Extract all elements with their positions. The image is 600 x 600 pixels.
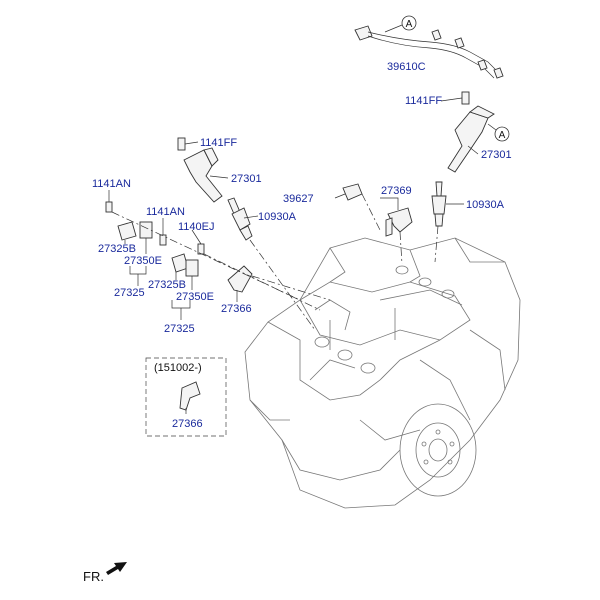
label-1141FF-right: 1141FF — [405, 95, 442, 107]
front-indicator: FR. — [83, 562, 127, 584]
label-27301-right: 27301 — [481, 149, 512, 161]
label-39627: 39627 — [283, 193, 314, 205]
bolt-1141AN-top — [105, 201, 113, 213]
reference-a-right: A — [499, 130, 506, 141]
label-10930A-right: 10930A — [466, 199, 505, 211]
label-1141AN-top: 1141AN — [92, 178, 131, 190]
ignition-coil-right: A — [447, 91, 510, 173]
label-27366-main: 27366 — [221, 303, 252, 315]
label-1140EJ: 1140EJ — [178, 221, 215, 233]
label-27325-left: 27325 — [114, 287, 145, 299]
label-39610C: 39610C — [387, 61, 426, 73]
engine-block — [244, 237, 521, 509]
label-27350E-mid: 27350E — [176, 291, 214, 303]
sensor-27350E-left — [139, 221, 153, 239]
bolt-1141AN-mid — [159, 234, 167, 246]
front-label: FR. — [83, 569, 104, 584]
label-1141FF-left: 1141FF — [200, 137, 237, 149]
label-27366-variant: 27366 — [172, 418, 203, 430]
label-1141AN-mid: 1141AN — [146, 206, 185, 218]
part-labels: 39610C 1141FF 27301 1141FF 27301 1141AN … — [92, 61, 512, 430]
spark-plug-left — [227, 197, 253, 241]
label-27325B-mid: 27325B — [148, 279, 186, 291]
spark-plug-right — [431, 181, 447, 227]
ignition-coil-left — [177, 137, 223, 203]
reference-circle-a-top — [401, 15, 417, 31]
label-10930A-left: 10930A — [258, 211, 297, 223]
label-27301-left: 27301 — [231, 173, 262, 185]
sensor-27325B-left — [117, 221, 137, 241]
bracket-27366-main — [227, 265, 253, 293]
front-arrow-icon — [106, 562, 127, 575]
label-27325-mid: 27325 — [164, 323, 195, 335]
bolt-1141FF-right — [461, 91, 470, 105]
bolt-1140EJ — [197, 243, 205, 255]
bolt-1141FF-left — [177, 137, 186, 151]
label-27350E-left: 27350E — [124, 255, 162, 267]
reference-a-top: A — [406, 19, 413, 30]
reference-circle-a-right — [494, 126, 510, 142]
sensor-group-left — [105, 201, 253, 293]
variant-note: (151002-) — [154, 362, 202, 374]
wiring-harness-39610C: A — [354, 15, 504, 79]
label-27369: 27369 — [381, 185, 412, 197]
sensor-27350E-mid — [185, 259, 199, 277]
flexplate — [399, 403, 477, 497]
label-27325B-left: 27325B — [98, 243, 136, 255]
bracket-27366-variant — [179, 381, 201, 411]
bracket-39627 — [342, 183, 363, 201]
bracket-27369 — [385, 207, 413, 237]
variant-box — [145, 357, 227, 437]
leader-lines — [108, 97, 479, 414]
